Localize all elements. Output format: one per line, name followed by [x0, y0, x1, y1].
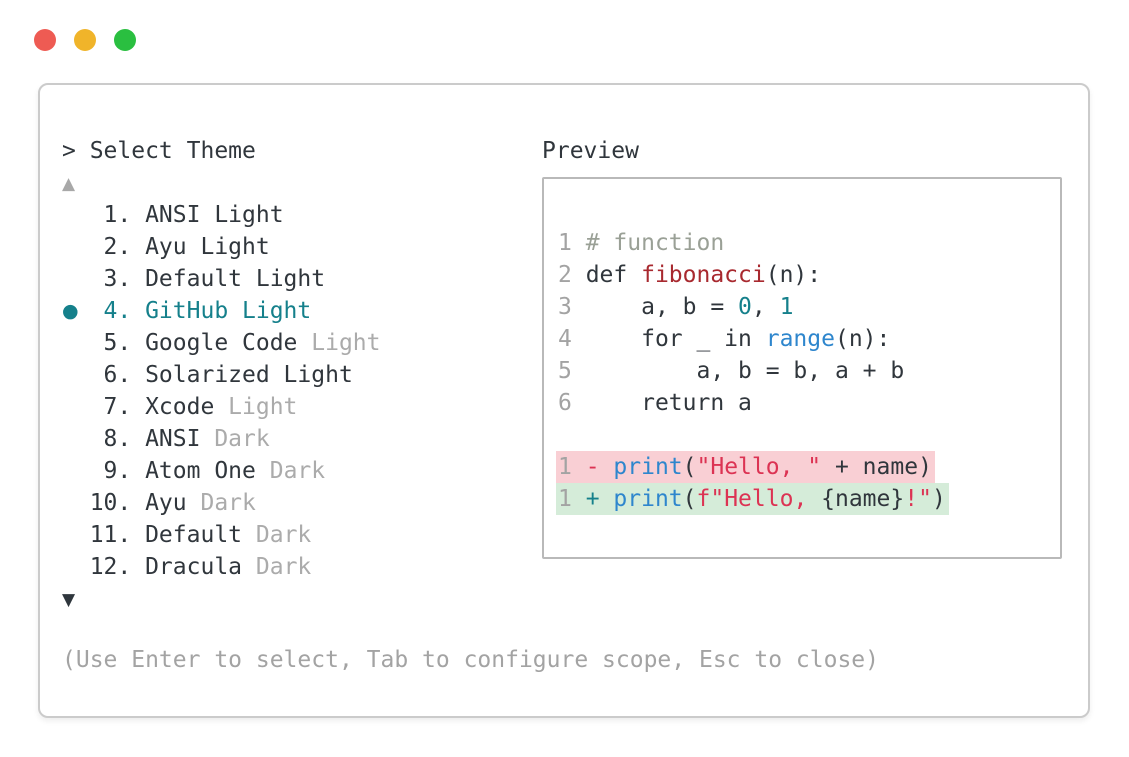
theme-option-ayu-light[interactable]: 2. Ayu Light	[62, 234, 270, 260]
code-line-1: 1 # function	[558, 230, 725, 256]
minimize-button[interactable]	[74, 29, 96, 51]
theme-option-github-light-selected[interactable]: ● 4. GitHub Light	[62, 295, 879, 327]
theme-option-ansi-light[interactable]: 1. ANSI Light	[62, 202, 284, 228]
zoom-button[interactable]	[114, 29, 136, 51]
code-line-5: 5 a, b = b, a + b	[558, 358, 905, 384]
preview-label: Preview	[542, 138, 639, 164]
theme-picker-window: > Select Theme ▲ 1. ANSI Light 2. Ayu Li…	[38, 83, 1090, 718]
theme-option-default-dark[interactable]: 11. Default Dark	[62, 522, 312, 548]
code-line-2: 2 def fibonacci(n):	[558, 262, 822, 288]
diff-added-line: 1 + print(f"Hello, {name}!")	[556, 483, 1060, 515]
theme-option-atom-one-dark[interactable]: 9. Atom One Dark	[62, 458, 326, 484]
preview-column: Preview 1 # function 2 def fibonacci(n):…	[542, 135, 1064, 559]
scroll-down-control[interactable]: ▼	[62, 583, 879, 615]
theme-list: 1. ANSI Light 2. Ayu Light 3. Default Li…	[62, 199, 879, 583]
scroll-down-icon: ▼	[62, 590, 76, 610]
keyboard-hint: (Use Enter to select, Tab to configure s…	[62, 647, 879, 673]
selection-marker-icon: ●	[62, 300, 79, 322]
theme-option-solarized-light[interactable]: 6. Solarized Light	[62, 362, 353, 388]
select-theme-prompt: > Select Theme	[62, 138, 256, 164]
theme-option-dracula-dark[interactable]: 12. Dracula Dark	[62, 554, 312, 580]
window-controls	[34, 29, 136, 51]
scroll-up-icon: ▲	[62, 174, 76, 194]
diff-added-highlight: 1 + print(f"Hello, {name}!")	[556, 483, 949, 515]
code-line-4: 4 for _ in range(n):	[558, 326, 891, 352]
theme-option-default-light[interactable]: 3. Default Light	[62, 266, 326, 292]
code-line-3: 3 a, b = 0, 1	[558, 294, 794, 320]
code-preview-panel: 1 # function 2 def fibonacci(n): 3 a, b …	[542, 177, 1062, 559]
theme-option-google-code-light[interactable]: 5. Google Code Light	[62, 330, 381, 356]
theme-option-ayu-dark[interactable]: 10. Ayu Dark	[62, 490, 256, 516]
code-line-6: 6 return a	[558, 390, 752, 416]
theme-list-column: > Select Theme ▲ 1. ANSI Light 2. Ayu Li…	[62, 135, 879, 676]
blank-line	[558, 419, 1060, 451]
theme-option-ansi-dark[interactable]: 8. ANSI Dark	[62, 426, 270, 452]
diff-removed-highlight: 1 - print("Hello, " + name)	[556, 451, 935, 483]
close-button[interactable]	[34, 29, 56, 51]
scroll-up-control[interactable]: ▲	[62, 167, 879, 199]
theme-option-xcode-light[interactable]: 7. Xcode Light	[62, 394, 298, 420]
diff-removed-line: 1 - print("Hello, " + name)	[556, 451, 1060, 483]
